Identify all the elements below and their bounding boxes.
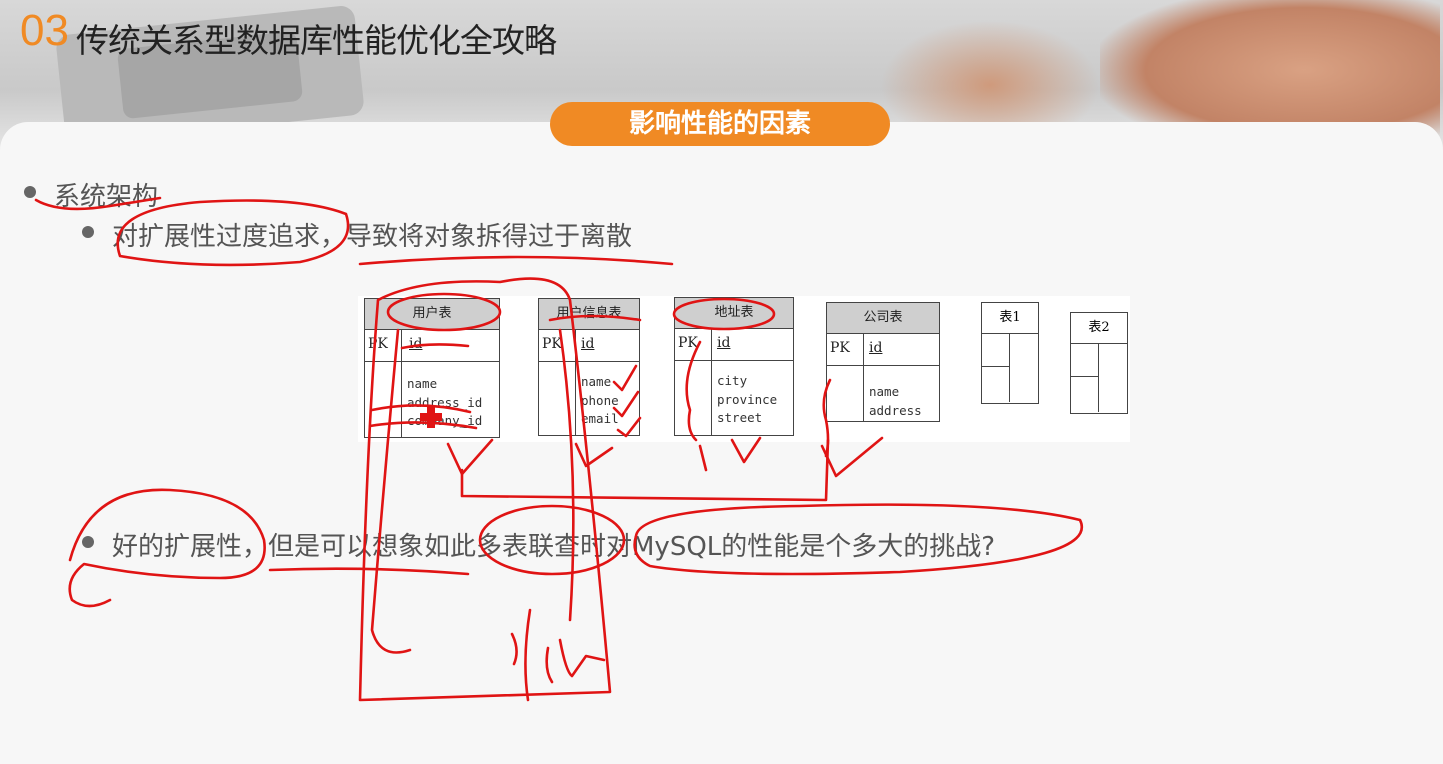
bullet-mysql-challenge: 好的扩展性，但是可以想象如此多表联查时对MySQL的性能是个多大的挑战? (112, 532, 996, 562)
field: company_id (407, 413, 483, 428)
id-field: id (409, 336, 423, 352)
bullet-dot (82, 536, 94, 548)
field: email (581, 411, 619, 426)
section-pill: 影响性能的因素 (550, 102, 890, 146)
field: address (869, 402, 922, 418)
presenter-cursor-icon (420, 406, 442, 428)
slide-title: 传统关系型数据库性能优化全攻略 (76, 21, 557, 60)
address-table: 地址表 PK id city province street (674, 297, 794, 436)
field: province (717, 391, 778, 407)
field: city (717, 373, 748, 388)
id-field: id (581, 336, 595, 352)
table-1: 表1 (981, 302, 1039, 404)
id-field: id (869, 340, 883, 356)
table-diagram: 用户表 PK id name address_id company_id 用户信息… (358, 296, 1130, 442)
bullet-scalability: 对扩展性过度追求，导致将对象拆得过于离散 (112, 222, 633, 252)
field: address_id (407, 394, 483, 410)
table-title: 表1 (982, 303, 1038, 334)
bullet-dot (82, 226, 94, 238)
table-title: 用户表 (365, 299, 499, 330)
id-field: id (717, 335, 731, 351)
table-title: 公司表 (827, 303, 939, 334)
table-title: 用户信息表 (539, 299, 639, 330)
pk-label: PK (830, 340, 850, 356)
field: street (717, 410, 763, 425)
field: name (581, 374, 612, 389)
pk-label: PK (678, 335, 698, 351)
section-number: 03 (20, 6, 69, 55)
user-info-table: 用户信息表 PK id name phone email (538, 298, 640, 436)
field: phone (581, 392, 619, 408)
bullet-dot (24, 186, 36, 198)
pk-label: PK (368, 336, 388, 352)
pk-label: PK (542, 336, 562, 352)
table-title: 表2 (1071, 313, 1127, 344)
bullet-system-architecture: 系统架构 (54, 182, 159, 212)
company-table: 公司表 PK id name address (826, 302, 940, 422)
field: name (869, 384, 900, 399)
table-2: 表2 (1070, 312, 1128, 414)
table-title: 地址表 (675, 298, 793, 329)
field: name (407, 376, 438, 391)
